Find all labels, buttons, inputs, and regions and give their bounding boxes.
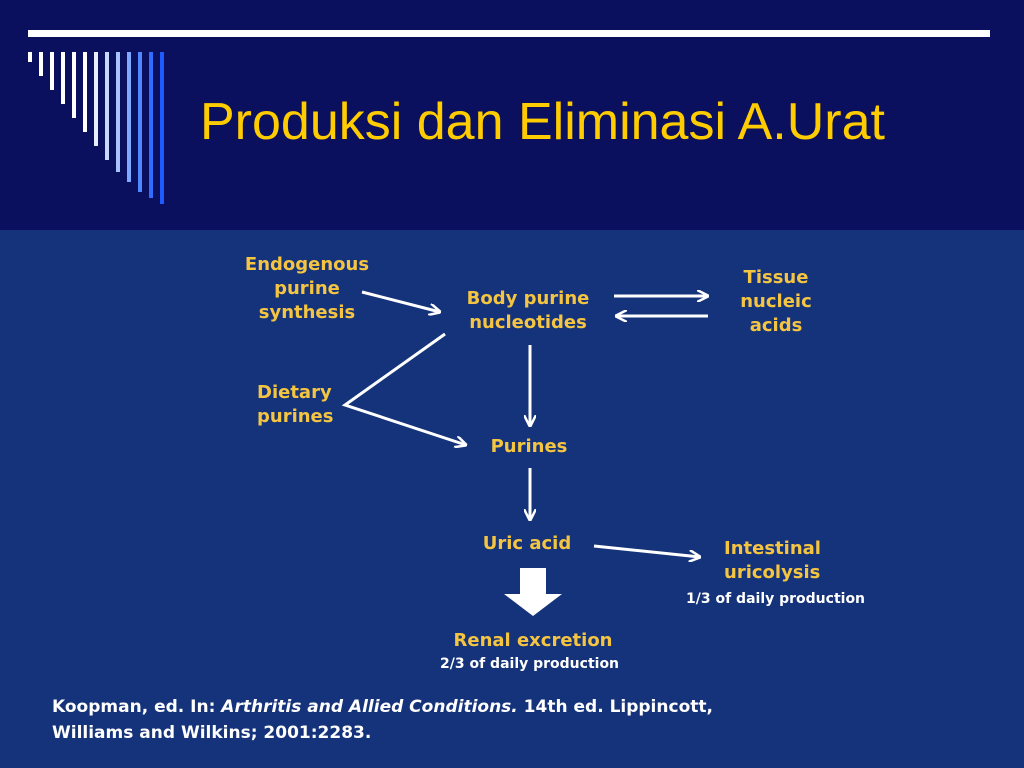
citation: Koopman, ed. In: Arthritis and Allied Co… bbox=[52, 694, 713, 746]
block-arrow-renal bbox=[504, 568, 562, 616]
arrow-dietary-split bbox=[341, 332, 466, 445]
label-endogenous: Endogenous purine synthesis bbox=[244, 254, 370, 323]
label-uric-acid: Uric acid bbox=[482, 533, 572, 554]
label-renal-note: 2/3 of daily production bbox=[440, 656, 620, 672]
arrow-endogenous-to-body bbox=[361, 290, 440, 312]
label-purines: Purines bbox=[490, 436, 568, 457]
citation-suffix: 14th ed. Lippincott, bbox=[517, 697, 713, 717]
label-body-purine: Body purine nucleotides bbox=[466, 288, 590, 333]
label-intestinal: Intestinal uricolysis bbox=[724, 538, 821, 583]
diagram-panel bbox=[0, 230, 1024, 768]
citation-line2: Williams and Wilkins; 2001:2283. bbox=[52, 723, 372, 743]
citation-prefix: Koopman, ed. In: bbox=[52, 697, 222, 717]
decorative-stripes bbox=[28, 52, 164, 204]
arrow-uric-to-intestinal bbox=[593, 544, 700, 557]
label-tissue: Tissue nucleic acids bbox=[740, 267, 812, 336]
top-rule bbox=[28, 30, 990, 37]
label-intestinal-note: 1/3 of daily production bbox=[686, 591, 866, 607]
label-dietary: Dietary purines bbox=[257, 382, 334, 427]
slide-title: Produksi dan Eliminasi A.Urat bbox=[200, 93, 885, 151]
citation-book: Arthritis and Allied Conditions. bbox=[221, 697, 518, 717]
label-renal: Renal excretion bbox=[453, 630, 613, 651]
